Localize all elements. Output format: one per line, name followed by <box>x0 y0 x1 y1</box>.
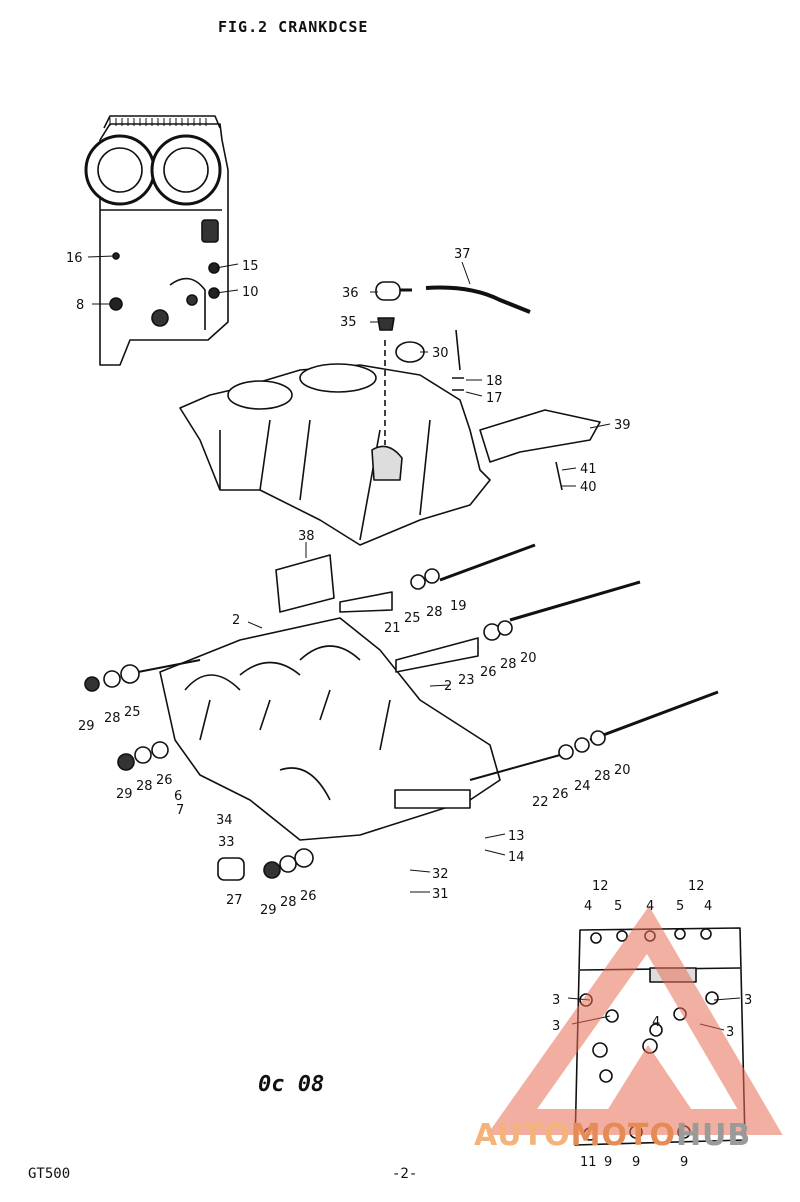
callout-label-0: 16 <box>66 251 83 266</box>
callout-label-20: 23 <box>458 673 475 688</box>
callout-label-22: 28 <box>500 657 517 672</box>
callout-label-59: 11 <box>580 1155 597 1170</box>
watermark-part3: HUB <box>675 1118 752 1153</box>
callout-label-15: 21 <box>384 621 401 636</box>
callout-label-18: 19 <box>450 599 467 614</box>
callout-label-56: 3 <box>552 1019 560 1034</box>
watermark-part1: AUTO <box>474 1118 571 1153</box>
callout-label-26: 25 <box>124 705 141 720</box>
callout-label-2: 15 <box>242 259 259 274</box>
callout-label-61: 9 <box>632 1155 640 1170</box>
callout-label-14: 2 <box>232 613 240 628</box>
callout-label-49: 4 <box>584 899 592 914</box>
callout-label-40: 14 <box>508 850 525 865</box>
callout-label-36: 24 <box>574 779 591 794</box>
callout-label-31: 7 <box>176 803 184 818</box>
callout-label-13: 38 <box>298 529 315 544</box>
callout-label-41: 32 <box>432 867 449 882</box>
callout-label-47: 12 <box>592 879 609 894</box>
callout-label-51: 4 <box>646 899 654 914</box>
callout-label-24: 29 <box>78 719 95 734</box>
callout-label-32: 34 <box>216 813 233 828</box>
callout-label-39: 13 <box>508 829 525 844</box>
callout-label-62: 9 <box>680 1155 688 1170</box>
callout-label-34: 22 <box>532 795 549 810</box>
callout-label-45: 26 <box>300 889 317 904</box>
callout-label-33: 33 <box>218 835 235 850</box>
callout-label-17: 28 <box>426 605 443 620</box>
callout-label-52: 5 <box>676 899 684 914</box>
callout-label-29: 26 <box>156 773 173 788</box>
callout-label-35: 26 <box>552 787 569 802</box>
watermark-text: AUTOMOTOHUB <box>474 1118 751 1153</box>
stamp-text: 0c 08 <box>258 1072 325 1097</box>
callout-label-28: 28 <box>136 779 153 794</box>
callout-label-54: 3 <box>744 993 752 1008</box>
callout-label-8: 18 <box>486 374 503 389</box>
callout-label-3: 10 <box>242 285 259 300</box>
callout-label-6: 35 <box>340 315 357 330</box>
callout-label-44: 28 <box>280 895 297 910</box>
callout-label-12: 40 <box>580 480 597 495</box>
leader-lines <box>87 255 741 1031</box>
callout-label-55: 3 <box>552 993 560 1008</box>
callout-label-60: 9 <box>604 1155 612 1170</box>
callout-label-23: 20 <box>520 651 537 666</box>
callout-label-48: 12 <box>688 879 705 894</box>
breather-parts <box>375 281 601 491</box>
callout-label-27: 29 <box>116 787 133 802</box>
callout-label-21: 26 <box>480 665 497 680</box>
callout-label-16: 25 <box>404 611 421 626</box>
callout-label-58: 4 <box>652 1015 660 1030</box>
upper-crankcase-part <box>179 340 491 546</box>
callout-label-37: 28 <box>594 769 611 784</box>
footer-model: GT500 <box>28 1166 71 1182</box>
callout-label-57: 3 <box>726 1025 734 1040</box>
figure-title: FIG.2 CRANKDCSE <box>218 18 369 36</box>
callout-label-38: 20 <box>614 763 631 778</box>
callout-label-30: 6 <box>174 789 182 804</box>
callout-label-53: 4 <box>704 899 712 914</box>
callout-label-50: 5 <box>614 899 622 914</box>
cylinder-block-part <box>84 115 229 366</box>
callout-label-46: 27 <box>226 893 243 908</box>
lower-crankcase-part <box>159 617 501 841</box>
callout-label-11: 41 <box>580 462 597 477</box>
cover-plate-part <box>275 554 335 613</box>
callout-label-19: 2 <box>444 679 452 694</box>
callout-label-43: 29 <box>260 903 277 918</box>
callout-label-25: 28 <box>104 711 121 726</box>
footer-page-number: -2- <box>392 1166 418 1182</box>
shafts-part <box>84 543 719 881</box>
callout-label-42: 31 <box>432 887 449 902</box>
automotohub-watermark-logo <box>486 906 783 1135</box>
callout-label-7: 30 <box>432 346 449 361</box>
callout-label-10: 39 <box>614 418 631 433</box>
callout-label-4: 37 <box>454 247 471 262</box>
watermark-part2: MOTO <box>570 1118 676 1153</box>
callout-label-1: 8 <box>76 298 84 313</box>
callout-label-9: 17 <box>486 391 503 406</box>
callout-label-5: 36 <box>342 286 359 301</box>
